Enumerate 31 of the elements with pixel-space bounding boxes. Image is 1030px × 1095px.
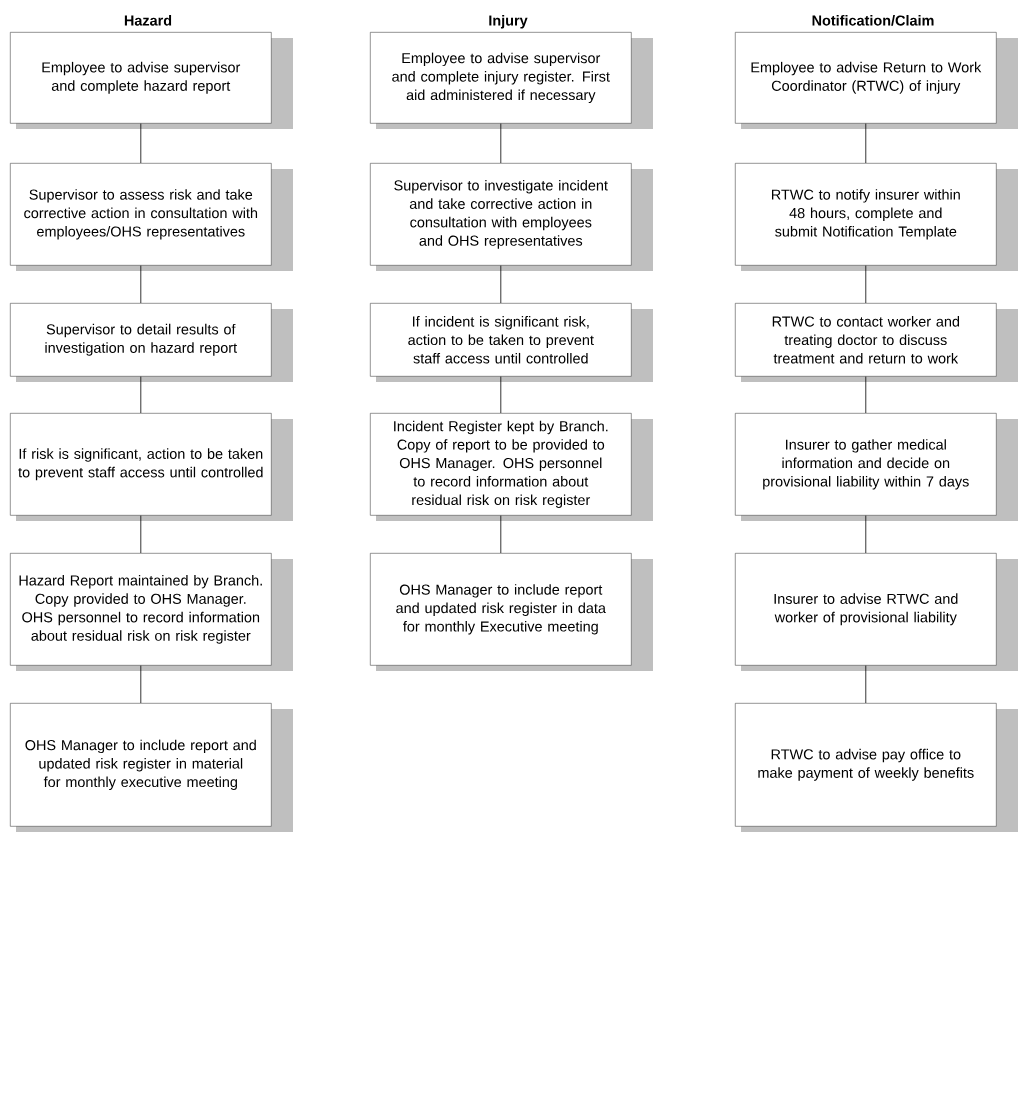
process-box: Employee to advise Return to Work Coordinator (RTWC) of injury: [735, 32, 1018, 129]
process-box: If incident is significant risk, action to be taken to prevent staff access until controlled: [370, 303, 653, 382]
process-box: Employee to advise supervisor and complete hazard report: [10, 32, 293, 129]
connector-line: [140, 515, 142, 554]
connector-line: [500, 265, 502, 304]
connector-line: [140, 265, 142, 304]
process-box: If risk is significant, action to be taken to prevent staff access until controlled: [10, 413, 293, 521]
process-box: Incident Register kept by Branch. Copy of report to be provided to OHS Manager. OHS personnel to record information about residual risk on risk register: [370, 413, 653, 521]
connector-line: [865, 665, 867, 704]
process-box: RTWC to notify insurer within 48 hours, complete and submit Notification Template: [735, 163, 1018, 271]
process-box: Insurer to gather medical information and decide on provisional liability within 7 days: [735, 413, 1018, 521]
process-box: Hazard Report maintained by Branch. Copy provided to OHS Manager. OHS personnel to record information about residual risk on risk register: [10, 553, 293, 671]
process-box: Supervisor to investigate incident and take corrective action in consultation with employees and OHS representatives: [370, 163, 653, 271]
process-box: Supervisor to assess risk and take corrective action in consultation with employees/OHS representatives: [10, 163, 293, 271]
process-box: Employee to advise supervisor and complete injury register. First aid administered if necessary: [370, 32, 653, 129]
process-box: Supervisor to detail results of investigation on hazard report: [10, 303, 293, 382]
connector-line: [865, 376, 867, 414]
connector-line: [500, 515, 502, 554]
process-box: OHS Manager to include report and updated risk register in material for monthly executive meeting: [10, 703, 293, 832]
connector-line: [140, 123, 142, 164]
connector-line: [865, 123, 867, 164]
process-box: RTWC to advise pay office to make payment of weekly benefits: [735, 703, 1018, 832]
process-box: OHS Manager to include report and updated risk register in data for monthly Executive meeting: [370, 553, 653, 671]
connector-line: [865, 265, 867, 304]
process-box: Insurer to advise RTWC and worker of provisional liability: [735, 553, 1018, 671]
connector-line: [140, 376, 142, 414]
process-box: RTWC to contact worker and treating doctor to discuss treatment and return to work: [735, 303, 1018, 382]
connector-line: [140, 665, 142, 704]
connector-line: [500, 376, 502, 414]
connector-line: [500, 123, 502, 164]
connector-line: [865, 515, 867, 554]
